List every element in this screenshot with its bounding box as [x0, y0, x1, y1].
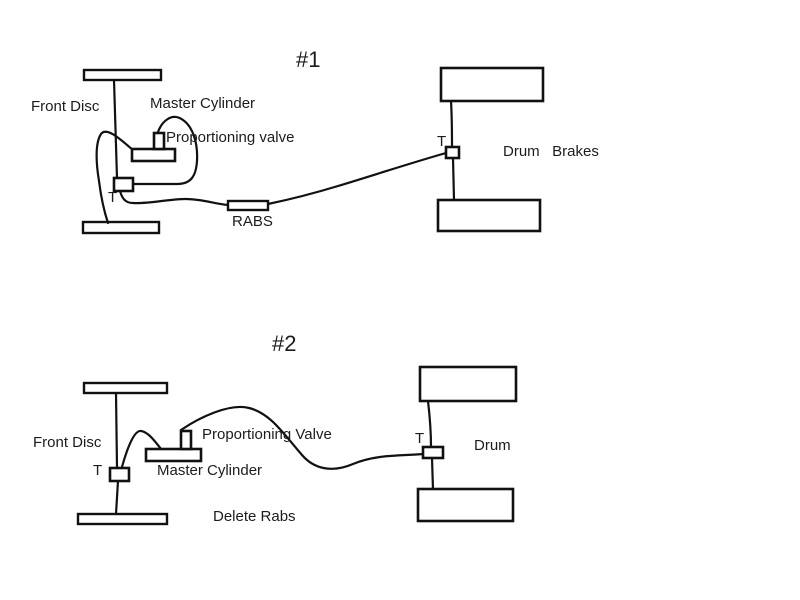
front-disc-label-2: Front Disc [33, 434, 102, 451]
master-cylinder-box-1 [130, 147, 177, 163]
master-cylinder-box-2 [144, 447, 203, 463]
master-cylinder-label-1: Master Cylinder [150, 95, 256, 112]
tee-fitting-rear-1 [444, 145, 461, 160]
front-disc-label-1: Front Disc [31, 98, 100, 115]
front-disc-bottom-bar-1 [81, 220, 161, 235]
proportioning-valve-label-2: Proportioning Valve [202, 426, 332, 443]
rabs-label-1: RABS [232, 213, 273, 230]
rear-drum-top-box-2 [418, 365, 518, 403]
tee-front-label-1: T [108, 189, 118, 206]
line-valve-to-rear-tee-2 [179, 405, 425, 470]
line-tee-to-mc-2 [120, 429, 163, 469]
front-disc-top-bar-1 [82, 68, 163, 82]
tee-rear-label-2: T [415, 430, 425, 447]
rear-axle-bottom-line-2 [430, 456, 435, 492]
front-disc-top-bar-2 [82, 381, 169, 395]
line-valve-loop-to-tee-1 [131, 115, 199, 186]
drum-brakes-label-1: Drum Brakes [503, 143, 599, 160]
tee-front-label-2: T [93, 462, 103, 479]
tee-rear-label-1: T [437, 133, 447, 150]
diagram2-title: #2 [272, 331, 297, 356]
rear-drum-bottom-box-2 [416, 487, 515, 523]
drum-label-2: Drum [474, 437, 511, 454]
rear-axle-bottom-line-1 [451, 156, 456, 202]
tee-fitting-front-1 [112, 176, 135, 193]
front-axle-top-line-2 [114, 391, 119, 470]
diagram1-shapes [81, 66, 545, 235]
rear-drum-top-box-1 [439, 66, 545, 103]
rear-drum-bottom-box-1 [436, 198, 542, 233]
rabs-box-1 [226, 199, 270, 212]
rear-axle-top-line-1 [449, 99, 454, 149]
front-axle-bottom-line-2 [114, 479, 120, 516]
delete-rabs-label-2: Delete Rabs [213, 508, 296, 525]
proportioning-valve-box-2 [179, 429, 193, 451]
rear-axle-top-line-2 [426, 399, 433, 449]
line-rabs-to-rear-tee-1 [266, 151, 448, 206]
line-tee-to-rabs-1 [118, 189, 230, 207]
proportioning-valve-box-1 [152, 131, 166, 151]
line-mc-to-front-bottom-1 [95, 130, 135, 225]
diagram1-title: #1 [296, 47, 321, 72]
master-cylinder-label-2: Master Cylinder [157, 462, 263, 479]
front-disc-bottom-bar-2 [76, 512, 169, 526]
tee-fitting-rear-2 [421, 445, 445, 460]
tee-fitting-front-2 [108, 466, 131, 483]
front-axle-line-1 [112, 78, 119, 180]
proportioning-valve-label-1: Proportioning valve [166, 129, 295, 146]
diagram2-shapes [76, 365, 518, 526]
